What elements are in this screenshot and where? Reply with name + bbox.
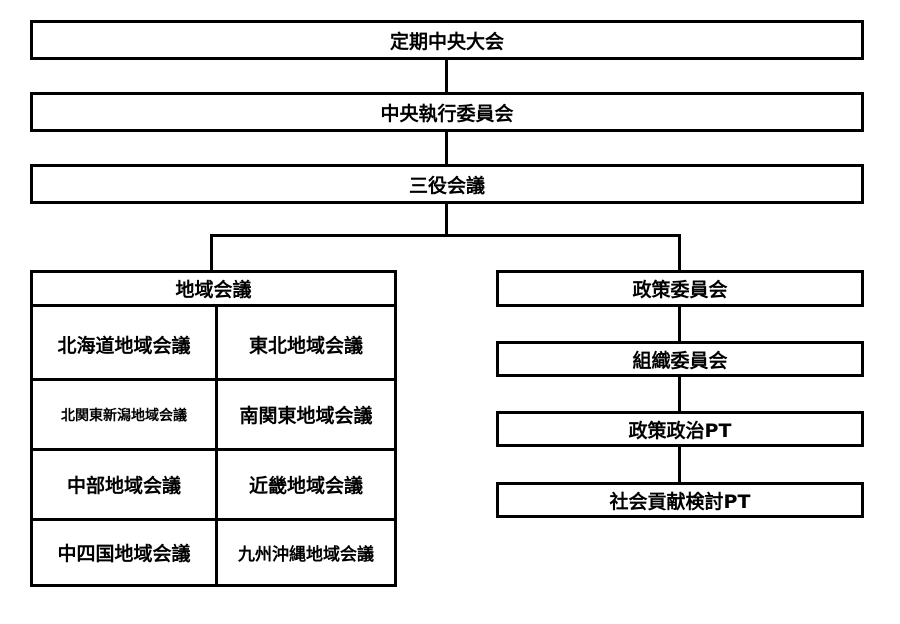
- regional-conference-title: 地域会議: [33, 273, 394, 307]
- grid-divider-row-3: [33, 518, 394, 521]
- committee-policy-label: 政策委員会: [632, 279, 728, 301]
- connector-convention-executive: [445, 60, 448, 92]
- region-tohoku: 東北地域会議: [218, 310, 394, 378]
- region-minamikanto: 南関東地域会議: [218, 381, 394, 448]
- region-kinki-label: 近畿地域会議: [248, 475, 363, 497]
- region-tohoku-label: 東北地域会議: [248, 334, 363, 357]
- region-chubu: 中部地域会議: [33, 451, 215, 518]
- region-kitakanto-niigata-label: 北関東新潟地域会議: [61, 407, 187, 424]
- node-three-officers: 三役会議: [30, 164, 864, 204]
- node-convention: 定期中央大会: [30, 20, 864, 60]
- node-three-officers-label: 三役会議: [408, 174, 485, 197]
- region-hokkaido: 北海道地域会議: [33, 310, 215, 378]
- connector-branch-horizontal: [210, 234, 681, 237]
- grid-divider-vertical: [215, 307, 218, 584]
- connector-politics-social: [678, 447, 681, 482]
- region-chushikoku-label: 中四国地域会議: [57, 543, 191, 565]
- region-kyushu-okinawa-label: 九州沖縄地域会議: [238, 545, 374, 565]
- node-convention-label: 定期中央大会: [389, 30, 504, 53]
- connector-policy-organization: [678, 307, 681, 341]
- connector-officers-branch: [445, 204, 448, 236]
- committee-policy-politics-pt: 政策政治PT: [496, 411, 864, 447]
- committee-organization-label: 組織委員会: [632, 349, 728, 372]
- node-executive: 中央執行委員会: [30, 92, 864, 132]
- connector-organization-politics: [678, 377, 681, 411]
- committee-social-contribution-pt-label: 社会貢献検討PT: [609, 490, 751, 513]
- committee-organization: 組織委員会: [496, 341, 864, 377]
- region-chushikoku: 中四国地域会議: [33, 521, 215, 584]
- committee-social-contribution-pt: 社会貢献検討PT: [496, 482, 864, 518]
- region-kitakanto-niigata: 北関東新潟地域会議: [33, 381, 215, 448]
- connector-branch-left: [210, 234, 213, 272]
- region-kyushu-okinawa: 九州沖縄地域会議: [218, 521, 394, 584]
- connector-executive-officers: [445, 132, 448, 164]
- connector-branch-right: [678, 234, 681, 272]
- region-minamikanto-label: 南関東地域会議: [239, 405, 373, 427]
- grid-divider-row-2: [33, 448, 394, 451]
- regional-conference-group: 地域会議 北海道地域会議 東北地域会議 北関東新潟地域会議 南関東地域会議 中部…: [30, 270, 397, 587]
- committee-policy-politics-pt-label: 政策政治PT: [628, 419, 732, 442]
- grid-divider-row-1: [33, 378, 394, 381]
- committee-policy: 政策委員会: [496, 270, 864, 307]
- node-executive-label: 中央執行委員会: [380, 102, 514, 125]
- region-chubu-label: 中部地域会議: [66, 475, 181, 497]
- region-kinki: 近畿地域会議: [218, 451, 394, 518]
- region-hokkaido-label: 北海道地域会議: [57, 334, 191, 357]
